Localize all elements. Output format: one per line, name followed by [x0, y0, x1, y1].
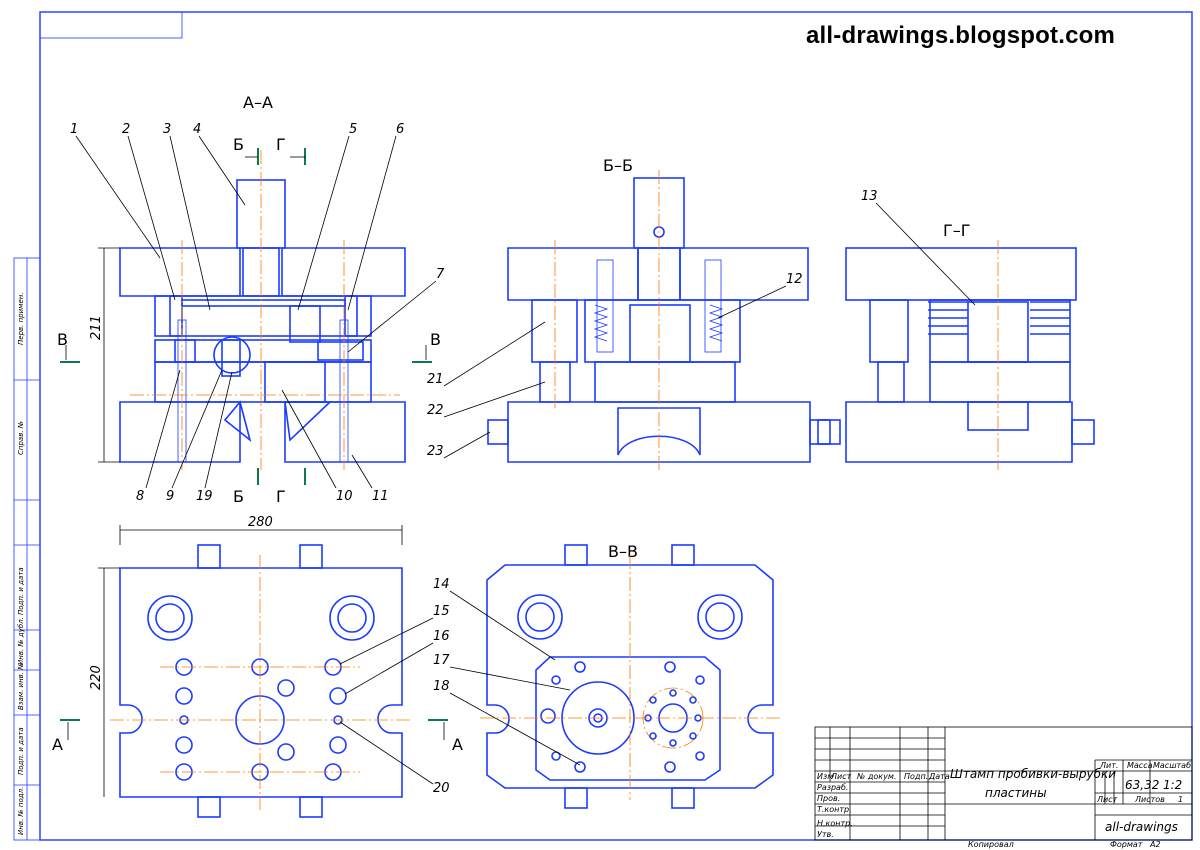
dimension-height-220: 220: [89, 567, 120, 797]
tb-org: all-drawings: [1105, 820, 1178, 834]
tb-massa-value: 63,32: [1125, 778, 1159, 792]
side-stamp-vzam: Взам. инв. №: [17, 662, 25, 710]
section-aa-title: А–А: [243, 93, 273, 112]
side-stamp-podp2: Подп. и дата: [17, 727, 25, 775]
sheet-frame: [13, 11, 1193, 841]
tb-col-data: Дата: [928, 772, 950, 781]
part-label-17: 17: [433, 653, 450, 668]
tb-utv: Утв.: [817, 830, 834, 839]
dimension-width-280: 280: [119, 515, 403, 545]
cut-g-bottom: Г: [276, 487, 286, 506]
dim-280-text: 280: [248, 515, 273, 530]
part-label-6: 6: [396, 122, 404, 137]
part-label-12: 12: [786, 272, 803, 287]
part-label-9: 9: [166, 489, 174, 504]
tb-massa: Масса: [1127, 761, 1153, 770]
part-label-13: 13: [861, 189, 878, 204]
tb-col-podp: Подп.: [904, 772, 928, 781]
side-stamp-podp1: Подп. и дата: [17, 567, 25, 615]
tb-masshtab-value: 1:2: [1163, 778, 1182, 792]
dim-220-text: 220: [89, 665, 104, 690]
part-label-2: 2: [122, 122, 130, 137]
tb-masshtab: Масштаб: [1153, 761, 1191, 770]
side-stamp-dubl: Инв. № дубл.: [17, 617, 25, 665]
plan-view: [110, 544, 410, 818]
cut-b-top: Б: [233, 135, 244, 154]
tb-format: Формат: [1110, 840, 1143, 849]
tb-tkontr: Т.контр.: [817, 805, 852, 814]
tb-listov-value: 1: [1178, 795, 1183, 804]
dim-211-text: 211: [89, 315, 104, 340]
cut-v-left: В: [57, 330, 68, 349]
tb-col-izm: Изм: [817, 772, 833, 781]
part-label-15: 15: [433, 604, 450, 619]
tb-format-value: A2: [1149, 840, 1161, 849]
tb-kopiroval: Копировал: [968, 840, 1014, 849]
part-label-16: 16: [433, 629, 450, 644]
side-stamp-perv: Перв. примен.: [17, 292, 25, 345]
part-label-20: 20: [433, 781, 450, 796]
part-label-18: 18: [433, 679, 450, 694]
side-stamps: Перв. примен. Справ. № Подп. и дата Инв.…: [17, 292, 25, 835]
part-labels-bb: 12 21 22 23: [427, 272, 803, 459]
section-bb-title: Б–Б: [603, 156, 633, 175]
title-block: Изм Лист № докум. Подп. Дата Разраб. Про…: [814, 726, 1193, 849]
part-label-1: 1: [70, 122, 78, 137]
cut-marks-aa: Б Г Б Г В В: [57, 135, 441, 506]
tb-list: Лист: [1096, 795, 1118, 804]
tb-col-ndoc: № докум.: [856, 772, 896, 781]
cut-v-right: В: [430, 330, 441, 349]
part-label-11: 11: [372, 489, 389, 504]
cut-g-top: Г: [276, 135, 286, 154]
part-label-4: 4: [193, 122, 201, 137]
tb-title-line2: пластины: [985, 786, 1047, 800]
tb-listov: Листов: [1134, 795, 1165, 804]
cut-b-bottom: Б: [233, 487, 244, 506]
cut-a-left: А: [52, 735, 63, 754]
part-labels-gg: 13: [861, 189, 976, 306]
part-label-14: 14: [433, 577, 450, 592]
part-label-23: 23: [427, 444, 444, 459]
part-labels-vv: 14 15 16 17 18 20: [339, 577, 581, 796]
section-gg-view: Г–Г: [817, 221, 1095, 470]
side-stamp-sprav: Справ. №: [17, 421, 25, 455]
tb-prov: Пров.: [817, 794, 840, 803]
tb-nkontr: Н.контр.: [817, 819, 853, 828]
part-label-10: 10: [336, 489, 353, 504]
part-label-22: 22: [427, 403, 444, 418]
section-vv-title: В–В: [608, 542, 638, 561]
site-watermark: all-drawings.blogspot.com: [806, 22, 1116, 49]
cut-marks-plan: А А: [52, 719, 463, 754]
part-label-21: 21: [427, 372, 444, 387]
tb-lit: Лит.: [1099, 761, 1118, 770]
section-gg-title: Г–Г: [943, 221, 971, 240]
tb-col-list: Лист: [830, 772, 852, 781]
cut-a-right: А: [452, 735, 463, 754]
side-stamp-podl: Инв. № подл.: [17, 787, 25, 835]
part-label-5: 5: [349, 122, 357, 137]
dimension-height-211: 211: [89, 247, 120, 463]
section-bb-view: Б–Б: [487, 156, 831, 470]
part-label-19: 19: [196, 489, 213, 504]
section-vv-view: В–В: [480, 542, 780, 809]
tb-razrab: Разраб.: [817, 783, 848, 792]
part-labels-aa: 1 2 3 4 5 6 7 8 9 19 10 11: [70, 122, 445, 504]
tb-title-line1: Штамп пробивки-вырубки: [950, 767, 1116, 781]
section-aa-view: А–А: [119, 93, 406, 470]
part-label-7: 7: [436, 267, 445, 282]
part-label-3: 3: [163, 122, 171, 137]
part-label-8: 8: [136, 489, 144, 504]
